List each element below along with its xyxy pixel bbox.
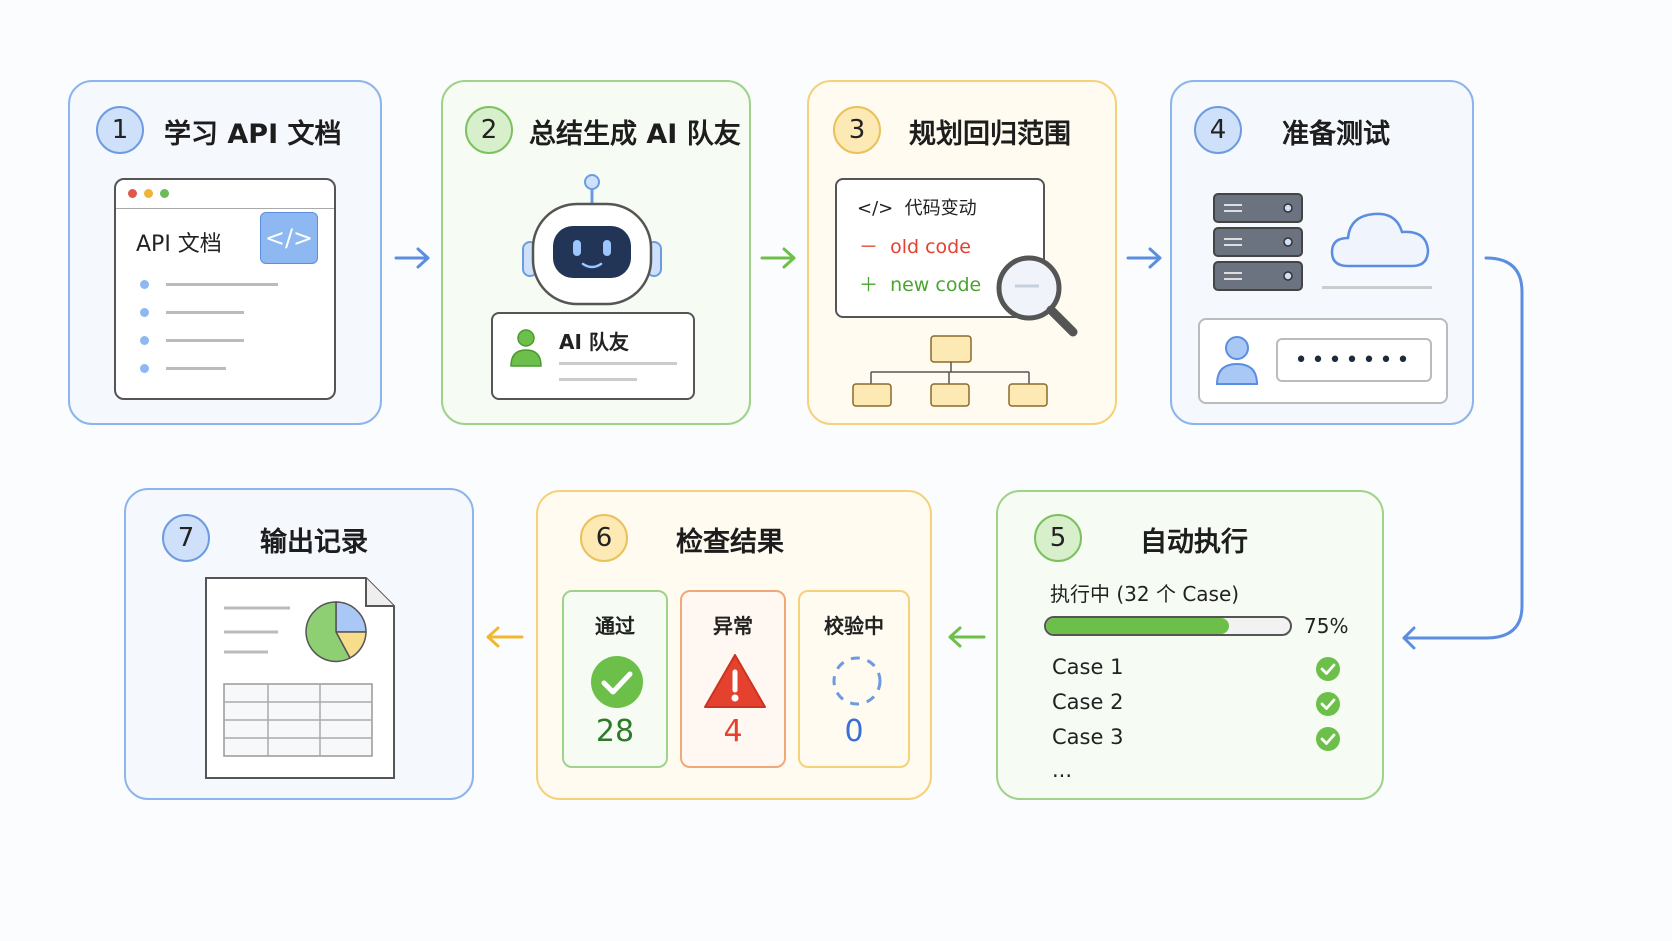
server-icon: [1213, 193, 1303, 291]
magnifier-icon: [996, 255, 1078, 337]
arrow-right-icon: [1126, 247, 1162, 269]
step-number-4: 4: [1194, 106, 1242, 154]
code-diff-added: ＋ new code: [859, 274, 982, 296]
step-title-6: 检查结果: [676, 527, 784, 558]
step-card-5: 5 自动执行 执行中 (32 个 Case) 75%: [996, 490, 1384, 800]
check-circle-icon: [591, 656, 643, 708]
report-document-icon: [205, 577, 395, 779]
warning-triangle-icon: [704, 654, 766, 708]
running-label: 执行中 (32 个 Case): [1050, 582, 1240, 606]
step-title-1: 学习 API 文档: [164, 119, 342, 150]
user-icon: [1215, 336, 1259, 385]
step-card-6: 6 检查结果 通过 28 异常 4 校验中 0: [536, 490, 932, 800]
login-panel: •••••••: [1198, 318, 1448, 404]
arrow-left-icon: [486, 626, 524, 648]
arrow-left-icon: [948, 626, 986, 648]
step-card-2: 2 总结生成 AI 队友 AI 队友: [441, 80, 751, 425]
arrow-right-icon: [394, 247, 430, 269]
step-card-1: 1 学习 API 文档 API 文档 </>: [68, 80, 382, 425]
validating-label: 校验中: [824, 614, 884, 638]
step-card-3: 3 规划回归范围 </> 代码变动 － old code ＋ new code: [807, 80, 1117, 425]
pie-chart-icon: [305, 601, 367, 663]
progress-fill: [1046, 618, 1229, 634]
step-card-7: 7 输出记录: [124, 488, 474, 800]
result-card-validating: 校验中 0: [798, 590, 910, 768]
check-circle-icon: [1316, 727, 1340, 751]
step-number-1: 1: [96, 106, 144, 154]
step-number-3: 3: [833, 106, 881, 154]
password-mask: •••••••: [1294, 347, 1414, 373]
result-card-error: 异常 4: [680, 590, 786, 768]
step-number-6: 6: [580, 514, 628, 562]
progress-bar: [1044, 616, 1292, 636]
error-count: 4: [723, 714, 743, 749]
teammate-card: AI 队友: [491, 312, 695, 400]
check-circle-icon: [1316, 657, 1340, 681]
user-icon: [510, 329, 542, 367]
passed-label: 通过: [595, 614, 635, 638]
robot-icon: [522, 174, 662, 306]
step-title-4: 准备测试: [1282, 119, 1390, 150]
connector-arrow-icon: [1402, 256, 1524, 650]
password-field[interactable]: •••••••: [1276, 338, 1432, 382]
browser-window-icon: API 文档 </>: [114, 178, 336, 400]
validating-count: 0: [844, 714, 864, 749]
step-title-3: 规划回归范围: [909, 119, 1071, 150]
step-title-7: 输出记录: [260, 527, 368, 558]
case-item: Case 1: [1052, 655, 1124, 679]
code-diff-header: </> 代码变动: [857, 198, 977, 219]
loading-spinner-icon: [832, 656, 882, 706]
result-card-passed: 通过 28: [562, 590, 668, 768]
step-number-2: 2: [465, 106, 513, 154]
tree-diagram-icon: [852, 335, 1048, 407]
api-doc-label: API 文档: [136, 232, 222, 257]
step-number-5: 5: [1034, 514, 1082, 562]
step-title-2: 总结生成 AI 队友: [529, 119, 741, 150]
teammate-label: AI 队友: [559, 330, 629, 354]
step-number-7: 7: [162, 514, 210, 562]
arrow-right-icon: [760, 247, 796, 269]
step-card-4: 4 准备测试 •••••••: [1170, 80, 1474, 425]
check-circle-icon: [1316, 692, 1340, 716]
case-item: Case 2: [1052, 690, 1124, 714]
more-cases: ...: [1052, 758, 1073, 782]
cloud-icon: [1330, 212, 1430, 268]
passed-count: 28: [595, 714, 635, 749]
case-item: Case 3: [1052, 725, 1124, 749]
progress-text: 75%: [1304, 614, 1349, 638]
code-diff-removed: － old code: [859, 236, 971, 258]
step-title-5: 自动执行: [1140, 527, 1248, 558]
code-icon: </>: [260, 212, 318, 264]
error-label: 异常: [713, 614, 753, 638]
